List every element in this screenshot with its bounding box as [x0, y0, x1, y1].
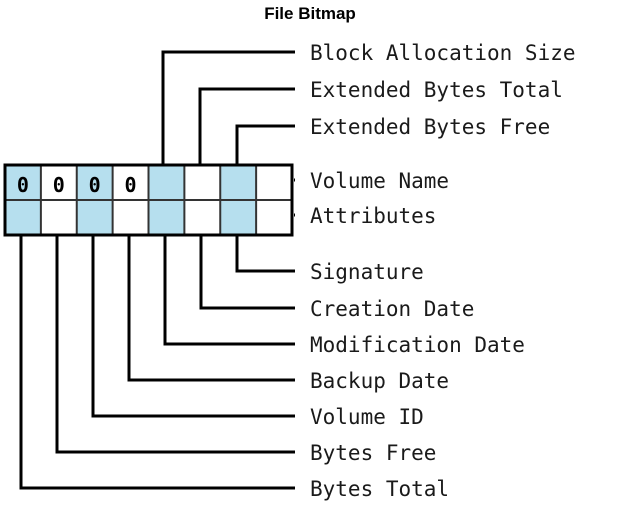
callout-label: Extended Bytes Free [310, 115, 550, 139]
callout-label: Block Allocation Size [310, 41, 576, 65]
callout-leaders-above [161, 50, 295, 165]
callout-leader [235, 235, 295, 273]
callout-label: Backup Date [310, 369, 449, 393]
callout-leader [19, 235, 295, 490]
bitmap-cell-value: 0 [17, 173, 29, 197]
bitmap-cell-value: 0 [53, 173, 65, 197]
callout-label: Volume Name [310, 169, 449, 193]
callout-label: Attributes [310, 204, 436, 228]
callout-leader [198, 87, 295, 165]
callout-leader [199, 235, 295, 310]
callout-label: Modification Date [310, 333, 525, 357]
callout-leader [161, 50, 295, 165]
callout-label: Signature [310, 260, 424, 284]
bitmap-outline [3, 163, 294, 237]
bitmap-cell-value: 0 [125, 173, 137, 197]
callout-leaders-side [294, 178, 295, 217]
page-title: File Bitmap [264, 4, 356, 23]
bitmap-cell-value: 0 [89, 173, 101, 197]
callout-label: Volume ID [310, 405, 424, 429]
callout-leader [235, 124, 295, 165]
callout-leader [127, 235, 295, 382]
callout-leaders-below [19, 235, 295, 490]
callout-label: Bytes Free [310, 441, 436, 465]
callout-leader [55, 235, 295, 454]
callout-label: Bytes Total [310, 477, 449, 501]
callout-leader [163, 235, 295, 346]
callout-leader [91, 235, 295, 418]
callout-label: Extended Bytes Total [310, 78, 563, 102]
callout-label: Creation Date [310, 297, 474, 321]
